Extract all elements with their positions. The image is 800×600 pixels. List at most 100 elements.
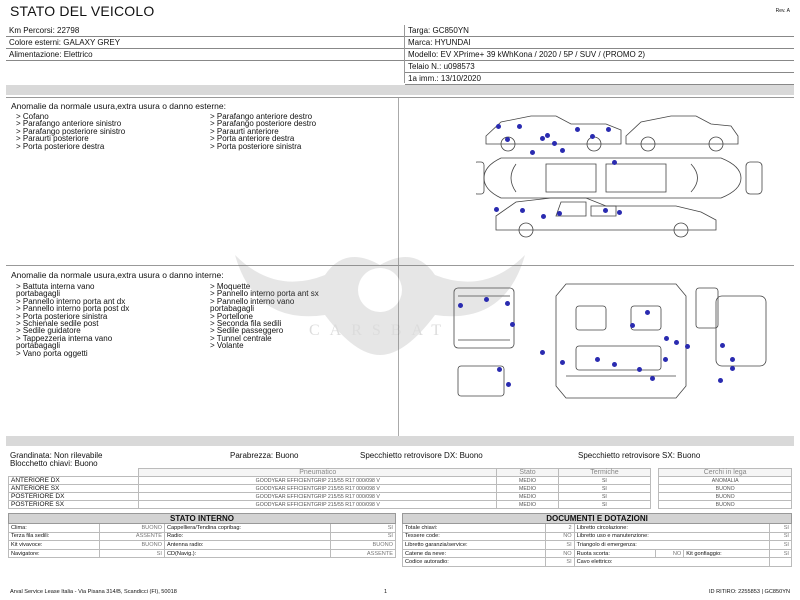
external-list-col2: > Parafango anteriore destro > Parafango… (210, 112, 316, 151)
damage-marker (557, 211, 562, 216)
damage-marker (664, 336, 669, 341)
list-item: > Parafango anteriore sinistro (16, 119, 122, 129)
list-item: > Tunnel centrale (210, 333, 272, 343)
damage-marker (517, 124, 522, 129)
damage-marker (674, 340, 679, 345)
internal-damage-title: Anomalie da normale usura,extra usura o … (11, 270, 224, 280)
specchio-dx-text: Specchietto retrovisore DX: Buono (360, 451, 483, 460)
damage-marker (541, 214, 546, 219)
col-header: Stato (496, 468, 559, 477)
specchio-sx-text: Specchietto retrovisore SX: Buono (578, 451, 701, 460)
list-item: > Parafango posteriore sinistro (16, 126, 126, 136)
car-interior-diagram (453, 283, 767, 399)
list-item: > Pannello interno porta post dx (16, 304, 130, 314)
footer-id-ritiro: ID RITIRO: 2255853 | GC850YN (708, 589, 790, 595)
col-header: Cerchi in lega (658, 468, 792, 477)
damage-marker (545, 133, 550, 138)
section-separator (6, 436, 794, 446)
vehicle-header: Km Percorsi: 22798 Colore esterni: GALAX… (6, 25, 794, 85)
damage-marker (730, 366, 735, 371)
list-item: > Pannello interno vano (210, 296, 295, 306)
damage-marker (505, 137, 510, 142)
external-list-col1: > Cofano > Parafango anteriore sinistro … (16, 112, 126, 151)
list-item: > Porta posteriore destra (16, 141, 105, 151)
section-separator (6, 85, 794, 95)
tyres-header-row: Pneumatico Stato Termiche Cerchi in lega (9, 468, 792, 477)
list-item: portabagagli (16, 289, 61, 299)
header-row: Alimentazione: Elettrico (6, 49, 404, 61)
footer-address: Arval Service Lease Italia - Via Pisana … (10, 589, 177, 595)
list-item: > Parafango anteriore destro (210, 112, 313, 121)
damage-marker (560, 360, 565, 365)
list-item: > Sedile guidatore (16, 326, 81, 336)
external-damage-title: Anomalie da normale usura,extra usura o … (11, 101, 226, 111)
damage-marker (650, 376, 655, 381)
header-left: Km Percorsi: 22798 Colore esterni: GALAX… (6, 25, 404, 83)
header-row: Telaio N.: u098573 (405, 61, 794, 73)
damage-marker (520, 208, 525, 213)
list-item: > Pannello interno porta ant sx (210, 289, 319, 299)
list-item: > Paraurti posteriore (16, 134, 89, 144)
header-row: Targa: GC850YN (405, 25, 794, 37)
col-header: Termiche (557, 468, 652, 477)
damage-marker (540, 350, 545, 355)
damage-marker (540, 136, 545, 141)
internal-list-col1: > Battuta interna vano portabagagli > Pa… (16, 282, 130, 357)
damage-marker (603, 208, 608, 213)
damage-marker (685, 344, 690, 349)
list-item: > Porta posteriore sinistra (210, 141, 302, 151)
list-item: > Porta anteriore destra (210, 134, 295, 144)
section-divider (398, 266, 399, 436)
damage-marker (730, 357, 735, 362)
damage-marker (496, 124, 501, 129)
list-item: > Pannello interno porta ant dx (16, 296, 126, 306)
damage-marker (494, 207, 499, 212)
list-item: > Porta posteriore sinistra (16, 311, 108, 321)
list-item: > Seconda fila sedili (210, 319, 282, 329)
header-row: Colore esterni: GALAXY GREY (6, 37, 404, 49)
damage-marker (617, 210, 622, 215)
page-title: STATO DEL VEICOLO (10, 3, 155, 19)
damage-marker (595, 357, 600, 362)
header-row: Modello: EV XPrime+ 39 kWhKona / 2020 / … (405, 49, 794, 61)
list-item: portabagagli (210, 304, 255, 314)
damage-marker (637, 367, 642, 372)
header-right: Targa: GC850YN Marca: HYUNDAI Modello: E… (404, 25, 794, 85)
internal-damage-section: Anomalie da normale usura,extra usura o … (6, 265, 794, 436)
list-item: > Moquette (210, 282, 251, 291)
header-row: Km Percorsi: 22798 (6, 25, 404, 37)
damage-marker (663, 357, 668, 362)
damage-marker (720, 343, 725, 348)
documenti-title: DOCUMENTI E DOTAZIONI (402, 513, 792, 524)
damage-marker (612, 160, 617, 165)
list-item: > Volante (210, 341, 244, 351)
blocchetto-text: Blocchetto chiavi: Buono (10, 459, 98, 468)
list-item: > Tappezzeria interna vano (16, 333, 113, 343)
footer-page-number: 1 (384, 589, 388, 595)
damage-marker (458, 303, 463, 308)
list-item: > Sedile passeggero (210, 326, 284, 336)
watermark-text: CARSBAT (309, 322, 451, 339)
damage-marker (560, 148, 565, 153)
list-item: > Paraurti anteriore (210, 126, 279, 136)
damage-marker (630, 323, 635, 328)
header-row: Marca: HYUNDAI (405, 37, 794, 49)
damage-marker (505, 301, 510, 306)
internal-list-col2: > Moquette > Pannello interno porta ant … (210, 282, 319, 351)
damage-marker (510, 322, 515, 327)
damage-marker (718, 378, 723, 383)
parabrezza-text: Parabrezza: Buono (230, 451, 299, 460)
damage-marker (530, 150, 535, 155)
